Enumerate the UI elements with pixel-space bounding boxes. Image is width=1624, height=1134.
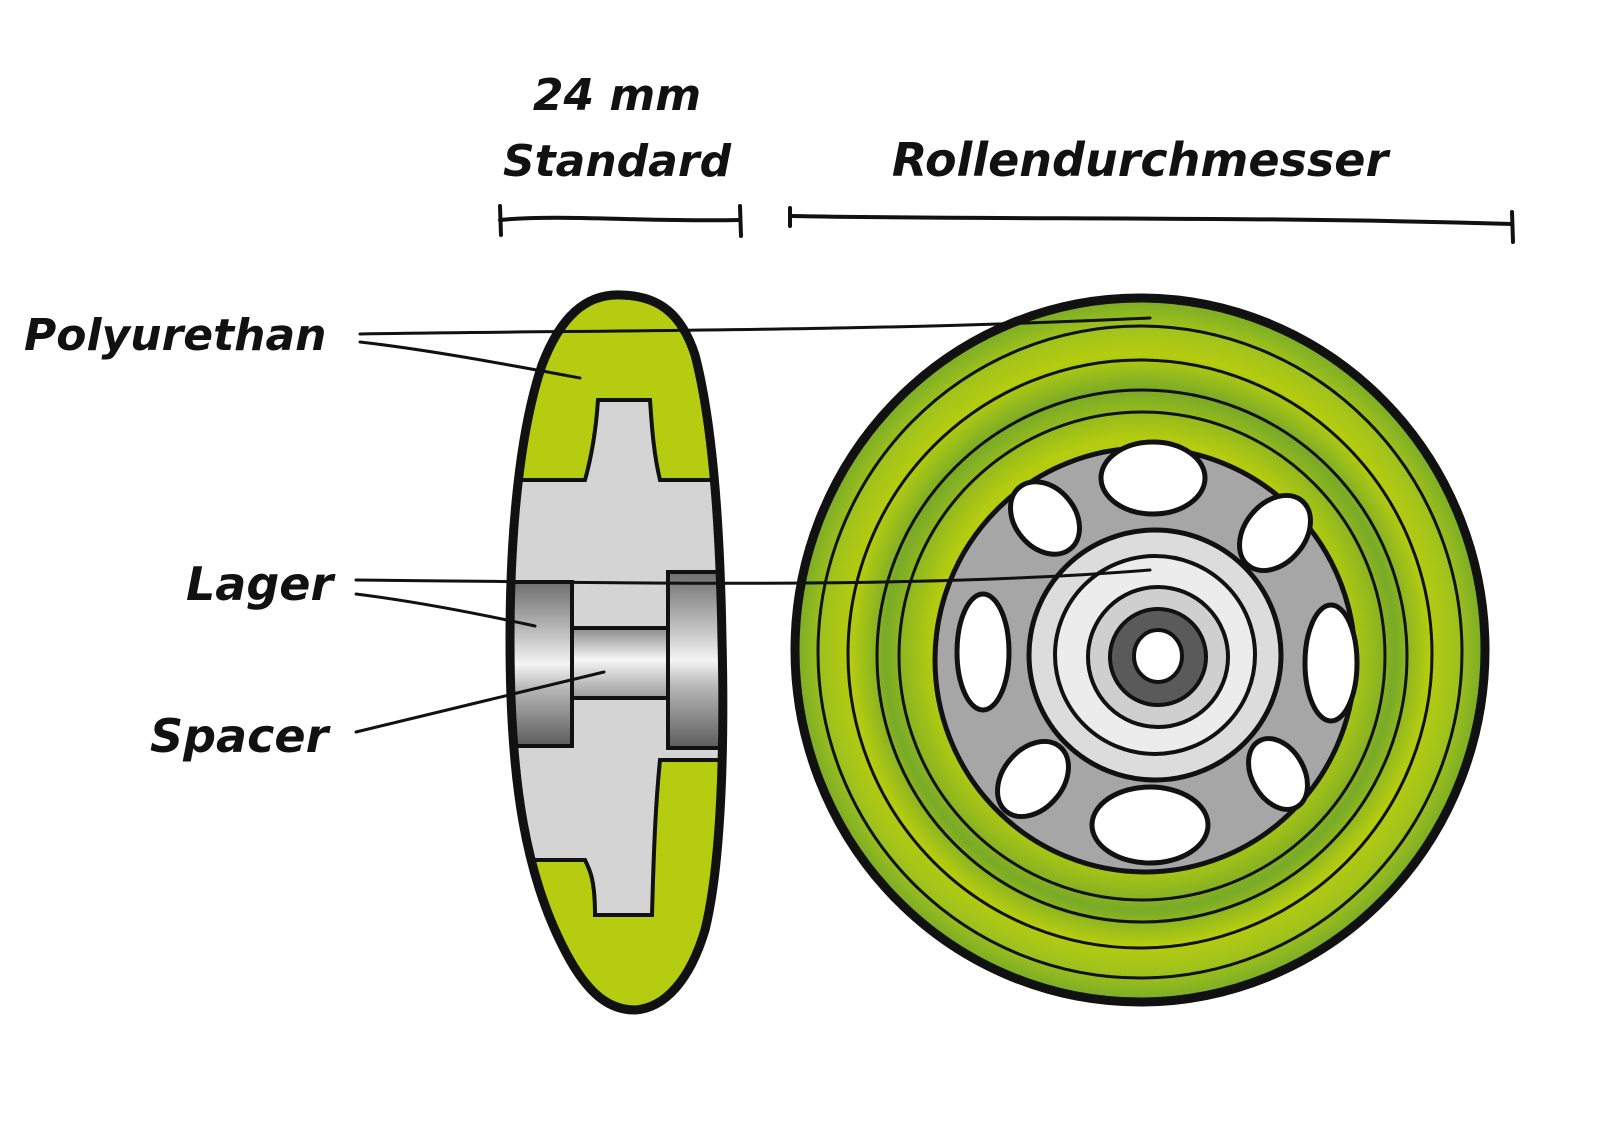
polyurethane-leader-front bbox=[358, 316, 1152, 336]
hub-opening bbox=[1098, 439, 1208, 517]
hub-opening bbox=[1008, 479, 1082, 557]
side-bearing-right bbox=[666, 570, 723, 750]
wheel-side-view bbox=[505, 290, 728, 1015]
hub-opening bbox=[995, 738, 1071, 820]
spacer-leader bbox=[354, 670, 606, 734]
width-dimension-bar bbox=[498, 204, 743, 238]
hub-opening bbox=[1246, 736, 1310, 812]
wheel-front-view bbox=[790, 293, 1490, 1007]
bearing-leader-front bbox=[354, 568, 1152, 585]
diameter-label: Rollendurchmesser bbox=[892, 133, 1392, 187]
tire-ring-line bbox=[897, 410, 1387, 902]
width-caption-label: Standard bbox=[503, 136, 732, 187]
tire-ring-line bbox=[846, 358, 1434, 950]
hub-opening bbox=[954, 591, 1012, 713]
front-axle-hole bbox=[1132, 628, 1184, 684]
tire-ring-line bbox=[816, 324, 1464, 980]
polyurethane-label: Polyurethan bbox=[24, 310, 326, 361]
hub-opening bbox=[1237, 492, 1313, 574]
bearing-label: Lager bbox=[186, 557, 336, 611]
polyurethane-leader-side bbox=[358, 340, 582, 380]
bearing-leader-side bbox=[354, 592, 537, 628]
side-spacer bbox=[570, 626, 670, 700]
side-outline bbox=[505, 290, 728, 1015]
hub-opening bbox=[1089, 784, 1211, 866]
hub-opening bbox=[1302, 602, 1360, 724]
width-value-label: 24 mm bbox=[533, 70, 701, 121]
tire-ring-line bbox=[875, 388, 1409, 924]
diameter-dimension-bar bbox=[788, 206, 1515, 244]
spacer-label: Spacer bbox=[150, 709, 332, 763]
